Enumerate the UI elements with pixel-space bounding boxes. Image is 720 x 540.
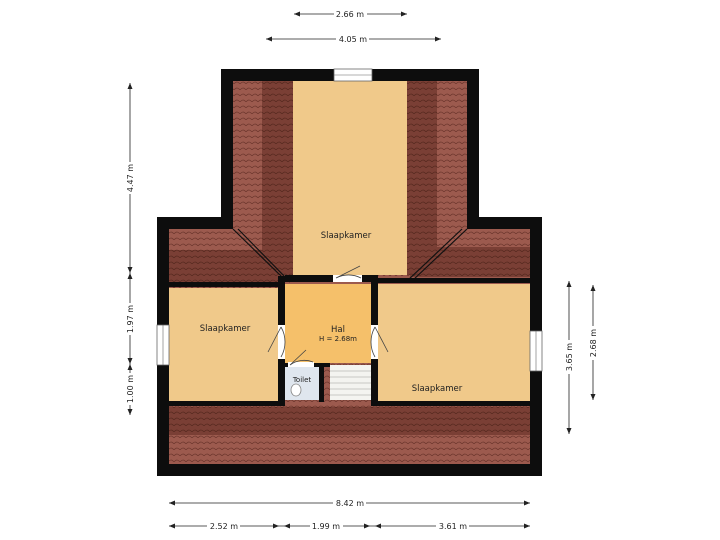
room-label-hall: Hal [331, 325, 345, 335]
door-swing-top [335, 265, 362, 279]
dim-label-top-outer: 4.05 m [339, 35, 367, 44]
door-opening-left [278, 325, 285, 359]
dim-bottom-segments: 2.52 m 1.99 m 3.61 m [169, 520, 530, 532]
roof-band-bottom [169, 407, 530, 435]
dim-top-outer: 4.05 m [266, 33, 441, 45]
room-label-left-bedroom: Slaapkamer [200, 324, 251, 334]
door-opening-toilet [288, 362, 314, 367]
dim-label-right-inner: 2.68 m [589, 329, 598, 357]
door-opening-right [371, 325, 378, 359]
dim-right-outer: 3.65 m [563, 281, 575, 434]
roof-band-right [410, 247, 530, 277]
toilet-floor [285, 366, 319, 400]
left-bedroom-floor [169, 288, 278, 401]
dim-label-bottom-middle: 1.99 m [312, 522, 340, 531]
dim-label-top-inner: 2.66 m [336, 10, 364, 19]
door-swing-right [370, 326, 389, 358]
dim-top-inner: 2.66 m [294, 8, 407, 20]
dim-label-bottom-left: 2.52 m [210, 522, 238, 531]
hall-floor [285, 284, 371, 363]
room-label-hall-height: H = 2.68m [319, 335, 357, 343]
dim-bottom-total: 8.42 m [169, 497, 530, 509]
top-bedroom-floor [293, 81, 407, 275]
door-opening-top [333, 275, 362, 282]
dim-label-bottom-total: 8.42 m [336, 499, 364, 508]
room-label-top-bedroom: Slaapkamer [321, 231, 372, 241]
door-swing-left [267, 326, 286, 358]
dim-left: 4.47 m 1.97 m 1.00 m [124, 83, 136, 415]
dim-label-left-top: 4.47 m [126, 164, 135, 192]
room-label-right-bedroom: Slaapkamer [412, 384, 463, 394]
toilet-icon [290, 383, 302, 397]
dim-label-bottom-right: 3.61 m [439, 522, 467, 531]
roof-band-top-right [407, 81, 437, 275]
room-label-toilet: Toilet [292, 376, 312, 384]
dim-right-inner: 2.68 m [587, 285, 599, 400]
door-swing-toilet [289, 349, 314, 366]
dim-label-left-middle: 1.97 m [126, 305, 135, 333]
dim-label-right-outer: 3.65 m [565, 343, 574, 371]
right-bedroom-floor [377, 284, 530, 401]
roof-valleys [232, 228, 468, 283]
roof-band-top-left [262, 81, 293, 275]
stair-treads [330, 370, 371, 396]
dim-label-left-bottom: 1.00 m [126, 375, 135, 403]
